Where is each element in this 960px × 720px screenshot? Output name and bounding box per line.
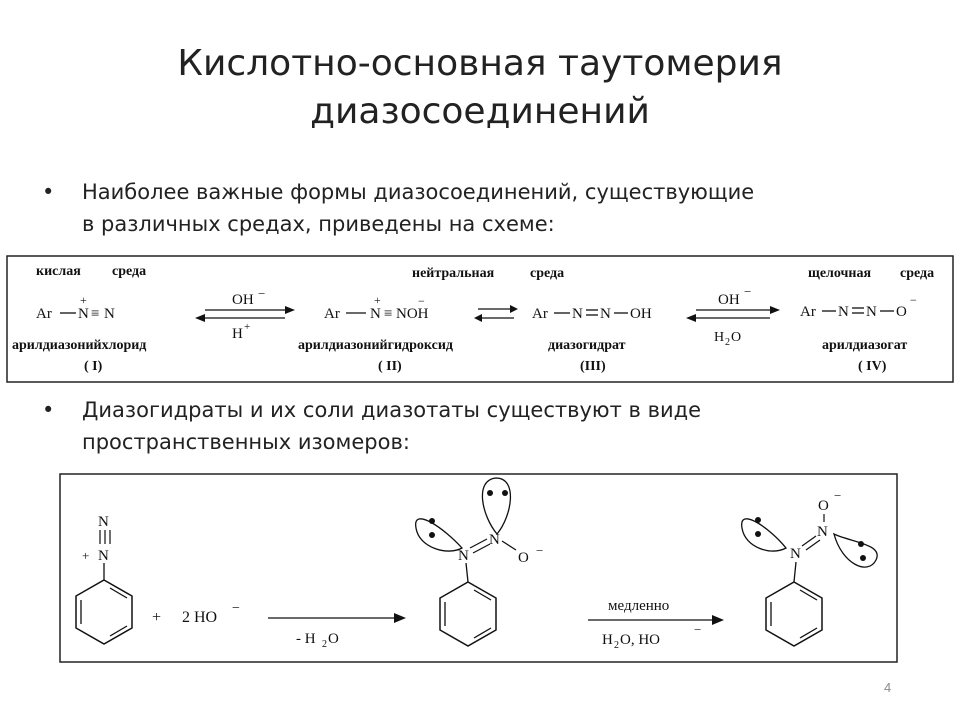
structure-I: Ar + N ≡ N bbox=[36, 293, 115, 322]
number-I: ( I) bbox=[84, 359, 103, 374]
svg-text:O, HO: O, HO bbox=[620, 632, 660, 648]
svg-text:−: − bbox=[418, 294, 425, 308]
bullet-dot: • bbox=[42, 398, 55, 422]
anti-diazotate: O − N N bbox=[741, 488, 878, 647]
bullet-2-line-2: пространственных изомеров: bbox=[82, 430, 410, 454]
svg-text:O: O bbox=[731, 330, 741, 345]
svg-text:Ar: Ar bbox=[36, 306, 52, 322]
svg-text:N: N bbox=[98, 514, 109, 530]
number-III: (III) bbox=[580, 359, 606, 374]
svg-text:N: N bbox=[866, 304, 877, 320]
label-acid: кислая bbox=[36, 264, 81, 279]
svg-text:O: O bbox=[328, 631, 339, 647]
svg-text:≡: ≡ bbox=[91, 306, 99, 322]
bullet-1-line-1: Наиболее важные формы диазосоединений, с… bbox=[82, 180, 755, 204]
svg-text:N: N bbox=[572, 306, 583, 322]
scheme1-frame bbox=[6, 255, 954, 383]
label-neutral: нейтральная bbox=[412, 266, 495, 281]
svg-text:O: O bbox=[518, 550, 529, 566]
svg-text:N: N bbox=[790, 546, 801, 562]
label-medium-1: среда bbox=[112, 264, 146, 279]
svg-text:N: N bbox=[104, 306, 115, 322]
number-II: ( II) bbox=[378, 359, 402, 374]
title-line-2: диазосоединений bbox=[310, 91, 650, 132]
structure-III: Ar N N OH bbox=[532, 306, 652, 322]
svg-text:OH: OH bbox=[718, 292, 740, 308]
svg-text:N: N bbox=[370, 306, 381, 322]
svg-text:Ar: Ar bbox=[532, 306, 548, 322]
label-alkaline: щелочная bbox=[808, 266, 871, 281]
structure-IV: Ar N N O − bbox=[800, 293, 917, 320]
page-number: 4 bbox=[884, 680, 892, 695]
svg-text:−: − bbox=[910, 293, 917, 307]
svg-text:H: H bbox=[714, 330, 724, 345]
svg-text:+: + bbox=[244, 321, 250, 333]
plus-sign: + bbox=[152, 609, 161, 626]
svg-text:+: + bbox=[80, 293, 87, 307]
svg-text:+: + bbox=[82, 548, 89, 563]
svg-text:−: − bbox=[232, 601, 240, 616]
svg-text:N: N bbox=[838, 304, 849, 320]
bullet-2-line-1: Диазогидраты и их соли диазотаты существ… bbox=[82, 398, 702, 422]
scheme2-frame bbox=[59, 473, 898, 663]
reaction-arrow-2: медленно H 2 O, HO − bbox=[588, 598, 724, 651]
svg-text:N: N bbox=[817, 524, 828, 540]
syn-diazotate: N N O − bbox=[415, 477, 543, 647]
svg-text:Ar: Ar bbox=[324, 306, 340, 322]
svg-text:H: H bbox=[602, 632, 613, 648]
svg-text:N: N bbox=[458, 548, 469, 564]
equilibrium-arrows-3: OH − H 2 O bbox=[686, 284, 780, 348]
bullet-dot: • bbox=[42, 180, 55, 204]
svg-text:2: 2 bbox=[322, 639, 327, 650]
reagent-label: 2 HO bbox=[182, 609, 217, 626]
svg-text:O: O bbox=[818, 498, 829, 514]
svg-text:2: 2 bbox=[614, 640, 619, 651]
svg-text:Ar: Ar bbox=[800, 304, 816, 320]
label-medium-2: среда bbox=[530, 266, 564, 281]
svg-text:−: − bbox=[536, 543, 543, 558]
svg-text:H: H bbox=[232, 326, 243, 342]
slide-title: Кислотно-основная таутомерия диазосоедин… bbox=[0, 40, 960, 136]
name-III: диазогидрат bbox=[548, 338, 626, 353]
equilibrium-arrows-2 bbox=[474, 305, 518, 322]
equilibrium-arrows-1: OH − H + bbox=[195, 286, 295, 342]
svg-text:−: − bbox=[744, 284, 751, 299]
svg-text:OH: OH bbox=[232, 292, 254, 308]
svg-text:−: − bbox=[694, 622, 701, 637]
svg-text:≡: ≡ bbox=[384, 306, 392, 322]
svg-text:- H: - H bbox=[296, 631, 316, 647]
svg-text:−: − bbox=[258, 286, 265, 301]
svg-text:−: − bbox=[834, 488, 841, 503]
label-medium-3: среда bbox=[900, 266, 934, 281]
name-II: арилдиазонийгидроксид bbox=[298, 338, 453, 353]
name-IV: арилдиазогат bbox=[822, 338, 907, 353]
svg-text:NOH: NOH bbox=[396, 306, 429, 322]
title-line-1: Кислотно-основная таутомерия bbox=[177, 43, 783, 84]
name-I: арилдиазонийхлорид bbox=[12, 338, 146, 353]
svg-text:N: N bbox=[600, 306, 611, 322]
svg-text:N: N bbox=[98, 548, 109, 564]
svg-text:+: + bbox=[374, 293, 381, 307]
bullet-1-line-2: в различных средах, приведены на схеме: bbox=[82, 212, 555, 236]
svg-text:N: N bbox=[489, 532, 500, 548]
structure-II: Ar + N ≡ NOH − bbox=[324, 293, 429, 322]
svg-text:OH: OH bbox=[630, 306, 652, 322]
svg-text:N: N bbox=[78, 306, 89, 322]
number-IV: ( IV) bbox=[858, 359, 887, 374]
diazonium-benzene: N + N bbox=[75, 514, 133, 645]
svg-text:2: 2 bbox=[725, 337, 730, 348]
svg-text:O: O bbox=[896, 304, 907, 320]
svg-text:медленно: медленно bbox=[608, 598, 669, 614]
reaction-arrow-1: - H 2 O bbox=[268, 613, 406, 650]
